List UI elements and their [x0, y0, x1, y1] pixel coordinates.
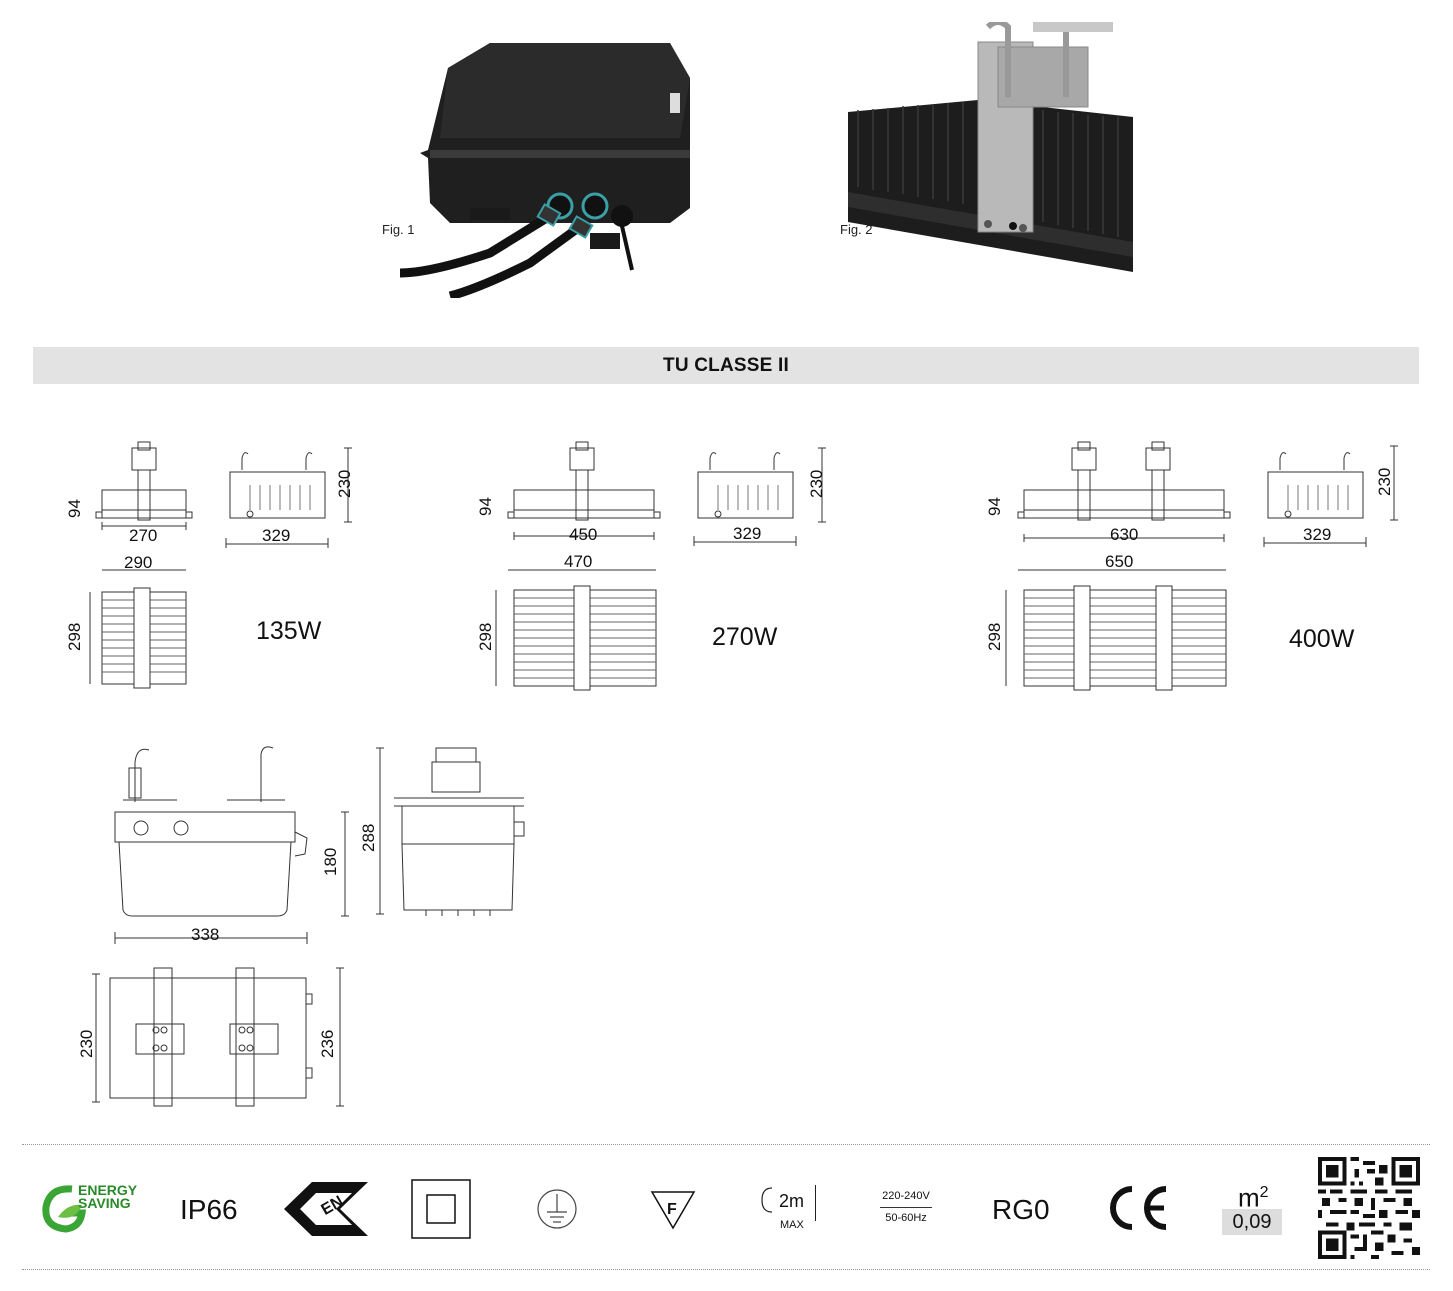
- variant-400w-top-height: 298: [985, 622, 1004, 651]
- driver-box-side-drawing: [372, 742, 532, 922]
- variant-270w-front-height: 94: [476, 497, 495, 516]
- variant-400w-top-drawing: [1000, 566, 1230, 692]
- driver-box-top-height-right: 236: [318, 1029, 337, 1058]
- area-exponent: 2: [1259, 1184, 1269, 1201]
- variant-135w-power: 135W: [256, 617, 322, 645]
- variant-270w-power: 270W: [712, 623, 778, 651]
- frequency-value: 50-60Hz: [885, 1212, 927, 1224]
- enec-icon: EN: [282, 1180, 370, 1238]
- fig1-photo: [400, 38, 700, 298]
- driver-box-front-height: 180: [321, 847, 340, 876]
- energy-saving-line2: SAVING: [78, 1195, 131, 1211]
- min-distance-value: 2m: [779, 1191, 805, 1211]
- variant-400w-side-height: 230: [1375, 467, 1394, 496]
- variant-270w-front-width: 450: [569, 525, 598, 544]
- variant-400w-side-width: 329: [1303, 525, 1332, 544]
- section-banner: TU CLASSE II: [33, 347, 1419, 384]
- voltage-block: 220-240V 50-60Hz: [876, 1190, 936, 1230]
- area-block: m2 0,09: [1222, 1176, 1284, 1238]
- variant-135w-front-drawing: [90, 440, 195, 540]
- min-distance-icon: 2m MAX: [760, 1185, 820, 1233]
- variant-400w-front-drawing: [1010, 440, 1235, 550]
- variant-270w-side-drawing: [688, 440, 828, 550]
- fig2-photo: [848, 22, 1133, 272]
- variant-270w-side-width: 329: [733, 524, 762, 543]
- driver-box-top-height-left: 230: [77, 1029, 96, 1058]
- variant-270w-side-height: 230: [807, 469, 826, 498]
- variant-400w-front-width: 630: [1110, 525, 1139, 544]
- variant-270w-top-width: 470: [564, 552, 593, 571]
- fig1-label: Fig. 1: [382, 222, 415, 237]
- class-ii-icon: [411, 1179, 471, 1239]
- fig2-label: Fig. 2: [840, 222, 873, 237]
- variant-400w-side-drawing: [1258, 440, 1398, 550]
- area-value: 0,09: [1222, 1209, 1282, 1235]
- icon-strip-bottom-rule: [22, 1269, 1430, 1270]
- variant-135w-side-width: 329: [262, 526, 291, 545]
- driver-box-front-drawing: [105, 742, 355, 952]
- energy-saving-line1: ENERGY: [78, 1182, 138, 1198]
- variant-135w-top-drawing: [80, 566, 200, 692]
- variant-270w-top-height: 298: [476, 622, 495, 651]
- variant-400w-front-height: 94: [985, 497, 1004, 516]
- variant-135w-front-width: 270: [129, 526, 158, 545]
- min-distance-divider: [815, 1185, 816, 1221]
- variant-400w-top-width: 650: [1105, 552, 1134, 571]
- qr-code-icon[interactable]: [1318, 1157, 1420, 1259]
- earth-ground-icon: [536, 1188, 578, 1230]
- section-title: TU CLASSE II: [663, 354, 789, 376]
- voltage-value: 220-240V: [882, 1190, 930, 1202]
- variant-135w-front-height: 94: [65, 499, 84, 518]
- ip-rating-label: IP66: [180, 1194, 238, 1225]
- variant-135w-top-width: 290: [124, 553, 153, 572]
- ce-mark-icon: [1104, 1185, 1170, 1231]
- energy-saving-icon: ENERGY SAVING: [42, 1183, 152, 1235]
- variant-400w-power: 400W: [1289, 625, 1355, 653]
- voltage-divider: [880, 1207, 932, 1208]
- driver-box-top-drawing: [90, 964, 350, 1112]
- icon-strip-top-rule: [22, 1144, 1430, 1145]
- risk-group-label: RG0: [992, 1194, 1050, 1225]
- variant-135w-top-height: 298: [65, 622, 84, 651]
- driver-box-front-width: 338: [191, 925, 220, 944]
- area-unit: m2: [1238, 1182, 1269, 1213]
- variant-135w-side-drawing: [220, 440, 360, 550]
- f-mark-icon: F: [650, 1190, 696, 1230]
- min-distance-max: MAX: [780, 1219, 804, 1231]
- variant-270w-front-drawing: [500, 440, 665, 550]
- svg-text:F: F: [667, 1201, 677, 1218]
- driver-box-side-height: 288: [359, 823, 378, 852]
- variant-135w-side-height: 230: [335, 469, 354, 498]
- variant-270w-top-drawing: [488, 566, 663, 692]
